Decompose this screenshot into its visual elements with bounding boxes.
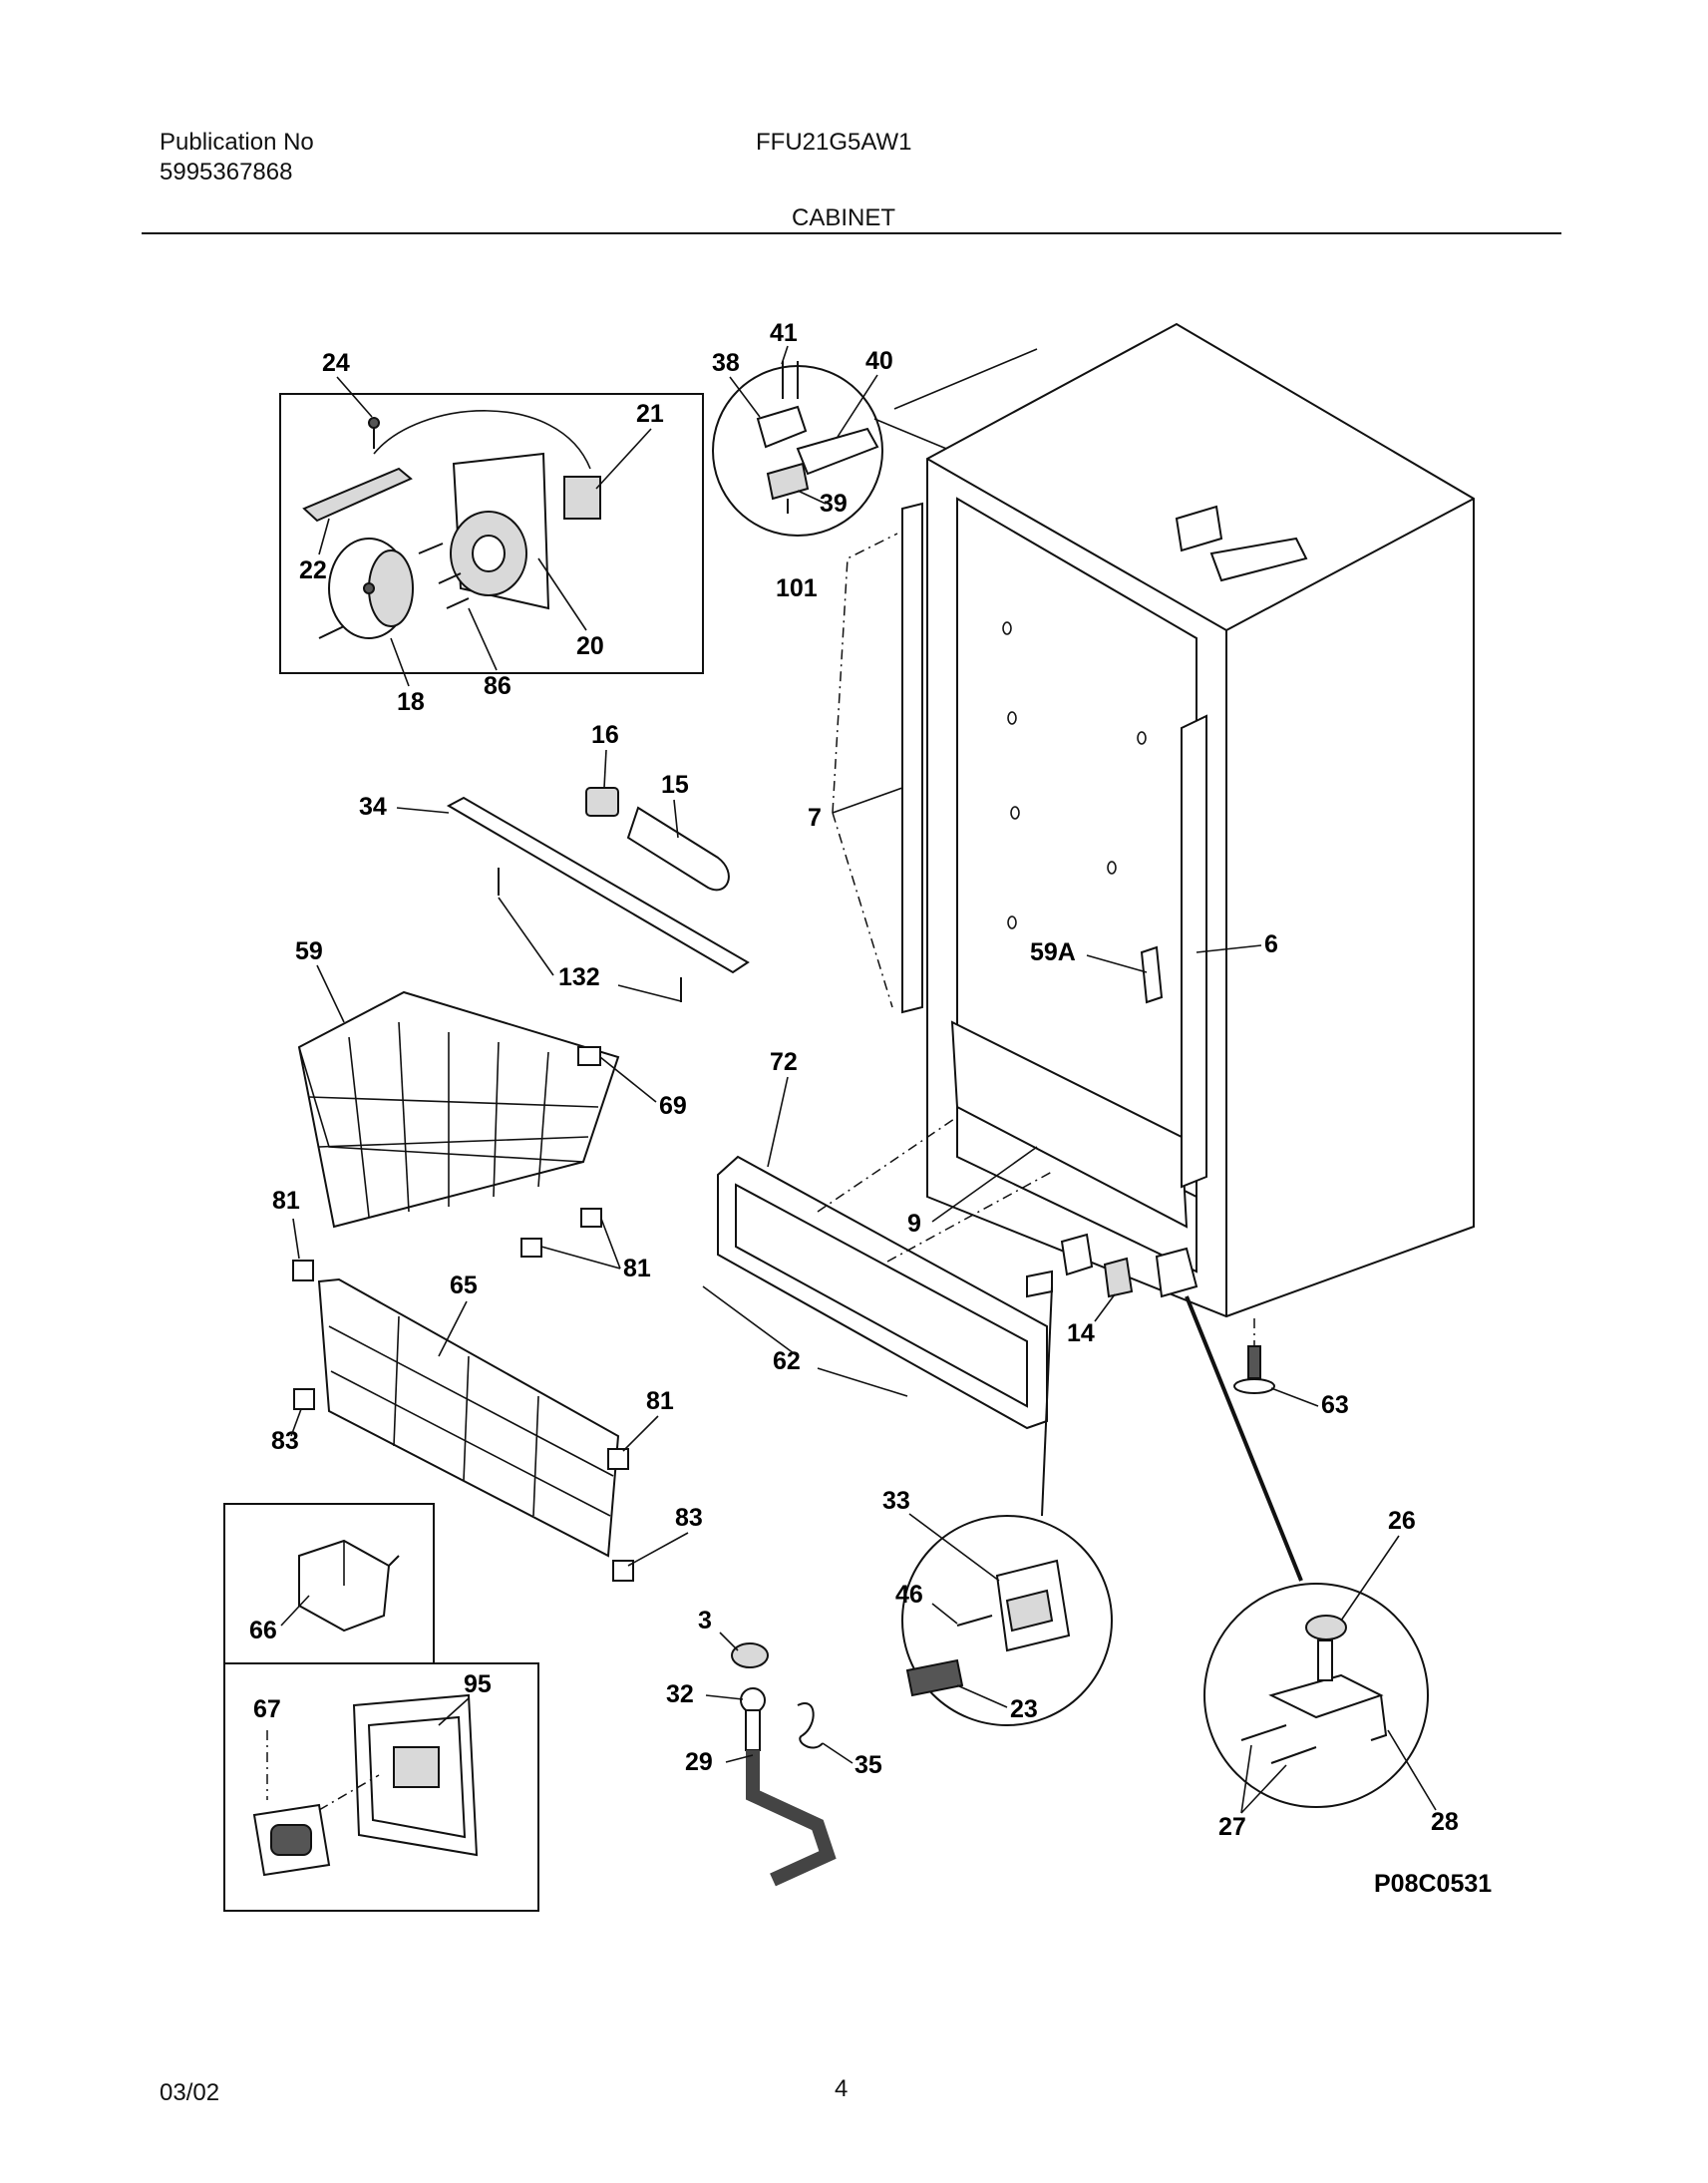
callout-23: 23 xyxy=(1010,1695,1038,1723)
callout-27: 27 xyxy=(1218,1813,1246,1841)
wire-basket xyxy=(297,990,620,1258)
callout-86: 86 xyxy=(484,672,512,700)
model-number: FFU21G5AW1 xyxy=(756,129,912,156)
callout-18: 18 xyxy=(397,688,425,716)
callout-101: 101 xyxy=(776,574,818,602)
callout-59a: 59A xyxy=(1030,938,1076,966)
callout-68: 81 xyxy=(623,1255,651,1282)
callout-81: 81 xyxy=(272,1187,300,1215)
callout-26: 26 xyxy=(1388,1507,1416,1535)
callout-16: 16 xyxy=(591,721,619,749)
callout-72: 72 xyxy=(770,1048,798,1076)
relay-inset xyxy=(223,1503,435,1664)
callout-38: 38 xyxy=(712,349,740,377)
section-title: CABINET xyxy=(792,204,896,231)
fan-motor-inset xyxy=(279,393,704,674)
callout-29: 29 xyxy=(685,1748,713,1776)
callout-41: 41 xyxy=(770,319,798,347)
callout-62: 62 xyxy=(773,1347,801,1375)
callout-46: 46 xyxy=(895,1581,923,1609)
callout-21: 21 xyxy=(636,400,664,428)
callout-6: 6 xyxy=(1264,930,1278,958)
bottom-hinge-detail xyxy=(1203,1583,1429,1808)
callout-28: 28 xyxy=(1431,1808,1459,1836)
callout-3: 3 xyxy=(698,1607,712,1635)
callout-69: 69 xyxy=(659,1092,687,1120)
callout-32: 32 xyxy=(666,1680,694,1708)
bottom-hardware xyxy=(1026,1233,1275,1394)
light-switch-inset xyxy=(223,1662,539,1912)
callout-20: 20 xyxy=(576,632,604,660)
page-number: 4 xyxy=(835,2075,849,2102)
callout-7: 7 xyxy=(808,804,822,832)
top-hinge-detail xyxy=(712,361,883,537)
callout-63: 63 xyxy=(1321,1391,1349,1419)
callout-83: 83 xyxy=(271,1427,299,1455)
kickplate xyxy=(717,1116,1053,1430)
publication-label: Publication No xyxy=(160,129,314,156)
callout-81b: 81 xyxy=(646,1387,674,1415)
callout-15: 15 xyxy=(661,771,689,799)
callout-65: 65 xyxy=(450,1272,478,1299)
callout-95: 95 xyxy=(464,1670,492,1698)
callout-40: 40 xyxy=(865,347,893,375)
callout-59: 59 xyxy=(295,937,323,965)
header-divider xyxy=(142,232,1561,234)
callout-66: 66 xyxy=(249,1617,277,1644)
drain-assembly xyxy=(731,1642,837,1887)
callout-14: 14 xyxy=(1067,1319,1095,1347)
callout-132: 132 xyxy=(558,963,600,991)
callout-67: 67 xyxy=(253,1695,281,1723)
callout-24: 24 xyxy=(322,349,350,377)
door-switch-detail xyxy=(901,1515,1113,1726)
callout-83b: 83 xyxy=(675,1504,703,1532)
diagram-code: P08C0531 xyxy=(1374,1870,1492,1898)
light-assembly xyxy=(446,787,750,1002)
callout-34: 34 xyxy=(359,793,387,821)
callout-33: 33 xyxy=(882,1487,910,1515)
callout-9: 9 xyxy=(907,1210,921,1238)
callout-35: 35 xyxy=(854,1751,882,1779)
callout-22: 22 xyxy=(299,556,327,584)
cabinet-body xyxy=(901,322,1475,1318)
footer-date: 03/02 xyxy=(160,2079,220,2106)
publication-number: 5995367868 xyxy=(160,159,293,185)
